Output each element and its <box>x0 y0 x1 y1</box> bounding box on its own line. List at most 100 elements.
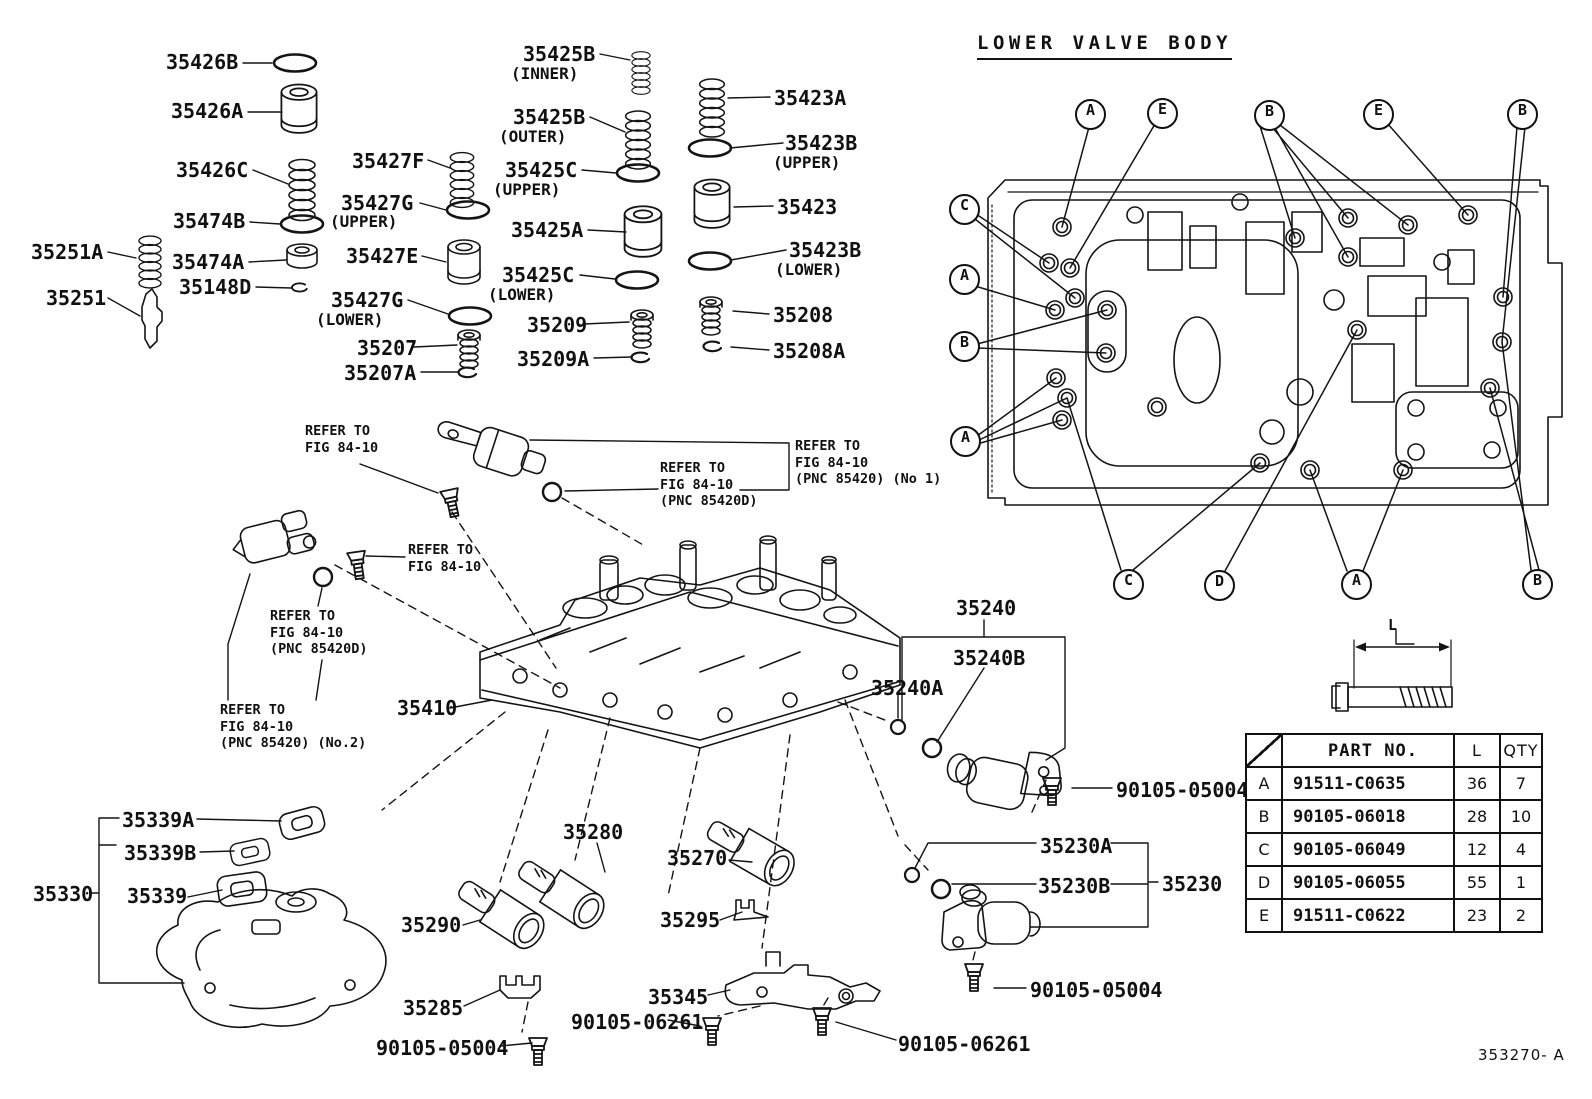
solenoid-35240-icon <box>946 751 1062 811</box>
part-label: 35230 <box>1162 872 1223 896</box>
part-label: REFER TO FIG 84-10 <box>408 542 482 575</box>
part-label: REFER TO FIG 84-10 (PNC 85420D) <box>660 460 758 509</box>
table-header-qty: QTY <box>1499 733 1543 768</box>
table-cell: 90105-06055 <box>1281 865 1455 900</box>
table-cell: 91511-C0622 <box>1281 898 1455 933</box>
part-label: 35148D <box>179 275 252 299</box>
part-label: 35230B <box>1038 874 1111 898</box>
part-label: 35474B <box>173 209 246 233</box>
part-label: 35209 <box>527 313 588 337</box>
callout-leader-lines <box>974 122 1540 572</box>
table-cell: A <box>1245 766 1283 801</box>
table-cell: B <box>1245 799 1283 834</box>
part-label: 35330 <box>33 882 94 906</box>
valve-spool-icon <box>141 288 163 349</box>
table-cell: 2 <box>1499 898 1543 933</box>
part-label: 35240A <box>871 676 944 700</box>
callout-A: A <box>1341 569 1372 600</box>
part-label: 35207A <box>344 361 417 385</box>
part-label: 35240B <box>953 646 1026 670</box>
table-cell: 28 <box>1453 799 1501 834</box>
table-cell: 4 <box>1499 832 1543 867</box>
part-label: 35251 <box>46 286 107 310</box>
callout-B: B <box>1522 569 1553 600</box>
part-label: 35426B <box>166 50 239 74</box>
part-label: 35427G <box>341 191 414 215</box>
callout-E: E <box>1363 99 1394 130</box>
part-label: 35423A <box>774 86 847 110</box>
callout-A: A <box>1075 99 1106 130</box>
table-cell: 90105-06049 <box>1281 832 1455 867</box>
part-label: 35270 <box>667 846 728 870</box>
bolt-length-diagram <box>1331 629 1453 712</box>
part-label: 35209A <box>517 347 590 371</box>
part-label: 35280 <box>563 820 624 844</box>
filter-group <box>155 805 387 1029</box>
part-label: 90105-05004 <box>1030 978 1163 1002</box>
part-label: REFER TO FIG 84-10 <box>305 423 379 456</box>
part-label: 35410 <box>397 696 458 720</box>
part-label: 35425C <box>502 263 575 287</box>
part-label: 35230A <box>1040 834 1113 858</box>
page-title: LOWER VALVE BODY <box>977 32 1233 60</box>
part-label: 35339B <box>124 841 197 865</box>
part-label: (LOWER) <box>488 285 556 304</box>
clip-icon <box>733 899 769 921</box>
part-label: 35285 <box>403 996 464 1020</box>
table-cell: 36 <box>1453 766 1501 801</box>
callout-C: C <box>1113 569 1144 600</box>
callout-B: B <box>1254 100 1285 131</box>
table-cell: D <box>1245 865 1283 900</box>
part-label: 90105-05004 <box>1116 778 1249 802</box>
part-label: 35425B <box>523 42 596 66</box>
table-cell: 12 <box>1453 832 1501 867</box>
part-label: REFER TO FIG 84-10 (PNC 85420) (No.2) <box>220 702 367 751</box>
part-label: 35474A <box>172 250 245 274</box>
table-cell: 55 <box>1453 865 1501 900</box>
part-label: 35425B <box>513 105 586 129</box>
clip-icon <box>499 975 541 999</box>
part-label: 90105-05004 <box>376 1036 509 1060</box>
callout-E: E <box>1147 98 1178 129</box>
table-header-part-no: PART NO. <box>1281 733 1455 768</box>
table-cell: 1 <box>1499 865 1543 900</box>
callout-A: A <box>950 426 981 457</box>
table-cell: E <box>1245 898 1283 933</box>
callout-A: A <box>949 264 980 295</box>
part-label: 35339A <box>122 808 195 832</box>
part-label: 35426A <box>171 99 244 123</box>
solenoid-left-group <box>232 509 370 588</box>
part-label: 35240 <box>956 596 1017 620</box>
part-label: 35427E <box>346 244 419 268</box>
part-label: 35425A <box>511 218 584 242</box>
table-cell: 91511-C0635 <box>1281 766 1455 801</box>
part-label: 90105-06261 <box>571 1010 704 1034</box>
bracket-35345-icon <box>724 951 881 1010</box>
part-label: (UPPER) <box>330 212 398 231</box>
part-label: 35427F <box>352 149 425 173</box>
table-cell: C <box>1245 832 1283 867</box>
left-parts-group <box>138 51 733 379</box>
part-label: (LOWER) <box>775 260 843 279</box>
part-label: (UPPER) <box>493 180 561 199</box>
dashed-lines <box>334 497 1047 1033</box>
part-label: 35423 <box>777 195 838 219</box>
dimension-l-label: L <box>1388 616 1398 634</box>
solenoid-35230-icon <box>941 884 1041 951</box>
part-label: 35339 <box>127 884 188 908</box>
solenoid-top-group <box>437 421 563 520</box>
valve-plate-group <box>987 179 1563 506</box>
callout-B: B <box>949 331 980 362</box>
part-label: 35208 <box>773 303 834 327</box>
callout-B: B <box>1507 99 1538 130</box>
table-cell: 23 <box>1453 898 1501 933</box>
part-label: 35423B <box>789 238 862 262</box>
